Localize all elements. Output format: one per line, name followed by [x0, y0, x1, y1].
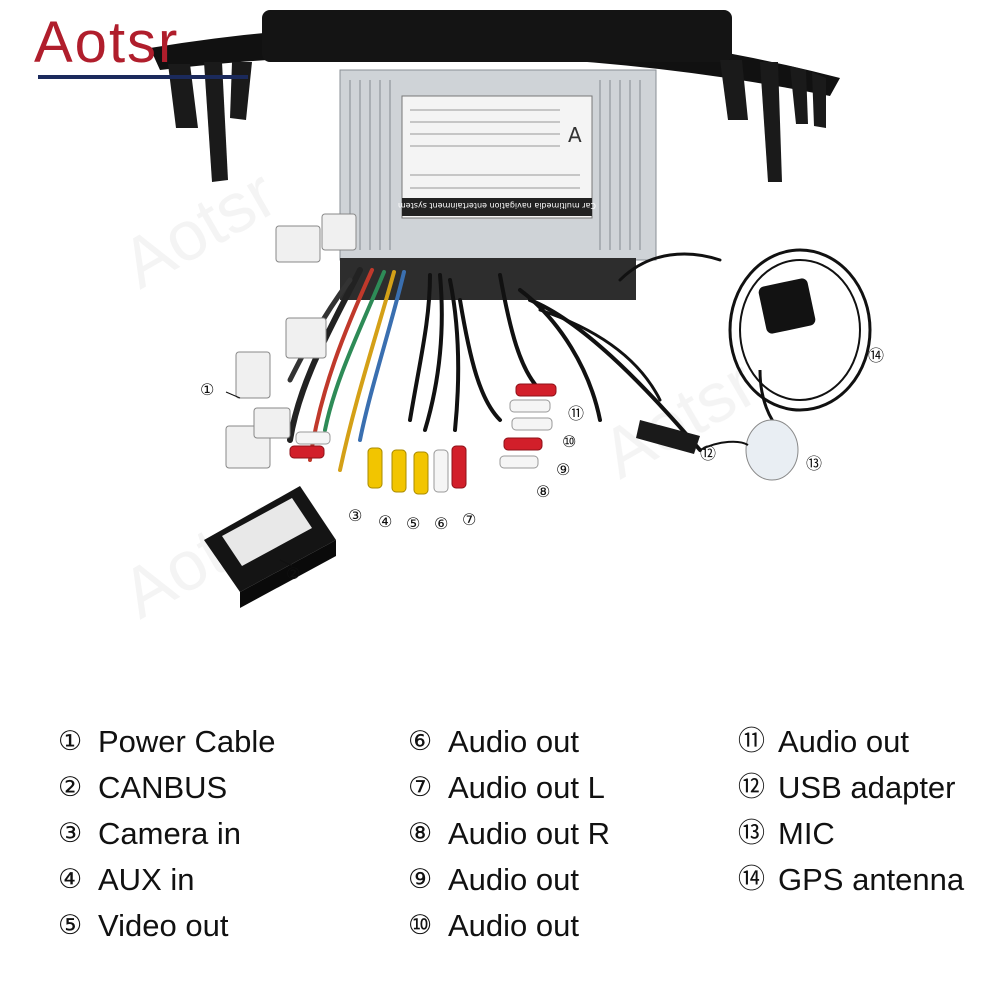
callout-leaders — [225, 391, 293, 567]
callout-audio-out-9: ⑨ — [556, 460, 571, 479]
callout-audio-out-11: ⑪ — [568, 404, 585, 423]
svg-text:Aotsr: Aotsr — [109, 154, 290, 303]
callout-camera-in: ③ — [348, 506, 363, 525]
legend-label: GPS antenna — [778, 861, 965, 897]
product-photo: Aotsr Aotsr Aotsr — [34, 10, 885, 633]
legend-label: Audio out L — [448, 769, 605, 805]
head-unit-bezel — [150, 10, 840, 182]
unit-label: Car multimedia navigation entertainment … — [398, 201, 596, 210]
legend-label: USB adapter — [778, 769, 956, 805]
callout-aux-in: ④ — [378, 512, 393, 531]
callout-canbus: ② — [286, 564, 301, 583]
mic-part — [699, 419, 799, 481]
legend-label: Audio out — [448, 907, 579, 943]
usb-adapter-cable — [636, 420, 700, 454]
panel-letter: A — [568, 123, 582, 147]
head-unit-chassis: Car multimedia navigation entertainment … — [339, 69, 657, 300]
canbus-box — [204, 486, 336, 608]
legend-label: Audio out R — [448, 815, 610, 851]
brand-logo-bar — [38, 75, 248, 79]
callout-video-out: ⑤ — [406, 514, 421, 533]
legend-label: Audio out — [448, 861, 579, 897]
legend-label: Audio out — [448, 723, 579, 759]
brand-logo: Aotsr — [34, 10, 180, 75]
wiring-illustration: Aotsr Aotsr Aotsr — [109, 10, 872, 633]
legend-label: CANBUS — [98, 769, 228, 805]
callout-power-cable: ① — [200, 380, 215, 399]
legend-label: Video out — [98, 907, 229, 943]
callout-audio-out-r: ⑧ — [536, 482, 551, 501]
legend-label: AUX in — [98, 861, 195, 897]
legend-label: MIC — [778, 815, 835, 851]
callout-mic: ⑬ — [806, 454, 823, 473]
callout-usb-adapter: ⑫ — [700, 444, 717, 463]
harness-connectors — [225, 213, 357, 469]
legend-label: Audio out — [778, 723, 909, 759]
callout-audio-out-6: ⑥ — [434, 514, 449, 533]
rca-plugs — [289, 383, 557, 495]
callout-audio-out-l: ⑦ — [462, 510, 477, 529]
legend-label: Camera in — [98, 815, 241, 851]
callout-gps-antenna: ⑭ — [868, 346, 885, 365]
callout-audio-out-10: ⑩ — [562, 432, 577, 451]
gps-antenna-part — [728, 248, 872, 432]
legend-label: Power Cable — [98, 723, 276, 759]
svg-text:Aotsr: Aotsr — [589, 344, 770, 493]
